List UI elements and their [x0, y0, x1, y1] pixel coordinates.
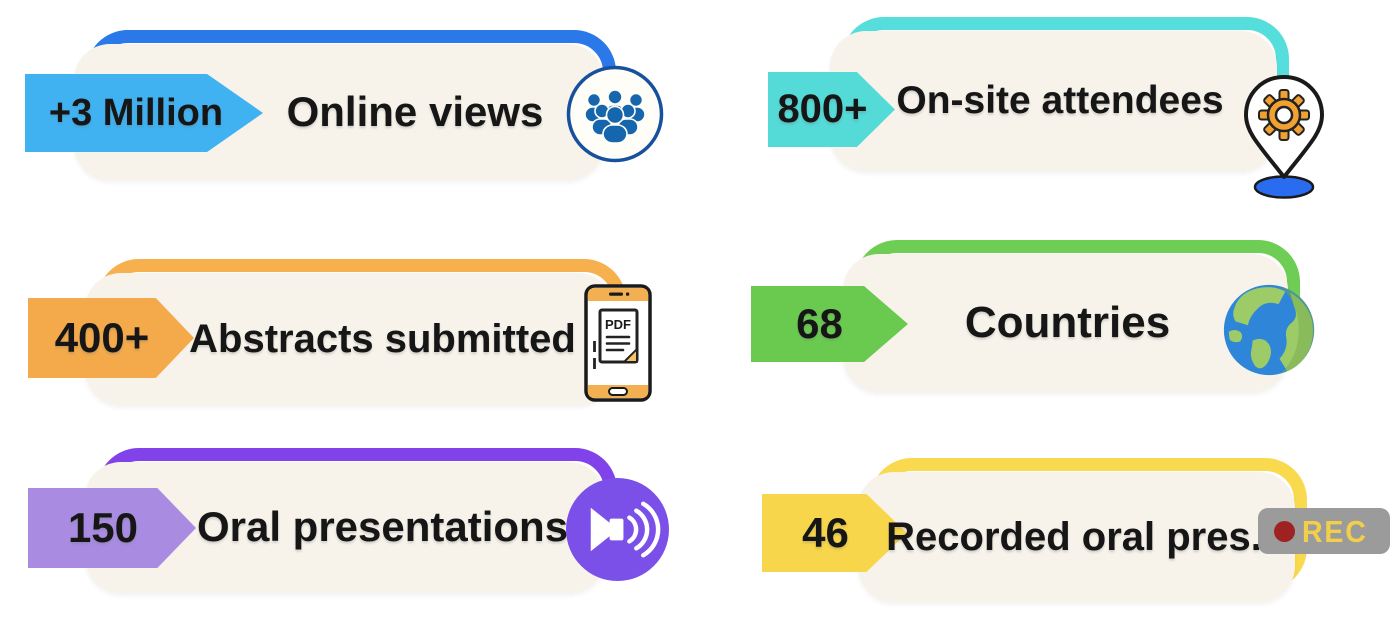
stat-value: 400+ — [54, 314, 150, 361]
card-background — [74, 44, 604, 180]
card-background — [843, 254, 1288, 392]
stat-value: 46 — [802, 509, 849, 556]
card-background — [858, 472, 1295, 602]
rec-icon: REC — [1258, 508, 1390, 554]
stat-value: 68 — [796, 300, 843, 347]
card-background — [830, 31, 1277, 171]
people-group-icon — [565, 64, 665, 164]
stat-value-arrow: 46 — [762, 494, 907, 572]
stat-label: Countries — [964, 298, 1171, 347]
globe-icon — [1221, 282, 1317, 378]
stat-value-arrow: 800+ — [768, 72, 895, 147]
card-accent-border — [97, 448, 617, 579]
stat-label: Oral presentations — [196, 503, 569, 550]
stat-label: Recorded oral pres. — [886, 514, 1262, 559]
stat-value: 150 — [67, 504, 139, 551]
pdf-label: PDF — [605, 317, 631, 332]
rec-dot-icon — [1274, 520, 1296, 542]
phone-pdf-icon: PDF — [583, 283, 653, 403]
card-accent-border — [855, 240, 1300, 378]
location-pin-gear-icon — [1233, 71, 1335, 201]
card-accent-border — [870, 458, 1307, 590]
stat-label: Online views — [286, 88, 544, 135]
card-accent-border — [842, 17, 1289, 157]
card-accent-border — [97, 259, 626, 391]
stat-label: On-site attendees — [896, 79, 1224, 122]
stat-value-arrow: 68 — [751, 286, 908, 362]
stat-value-arrow: +3 Million — [25, 74, 263, 152]
stat-label: Abstracts submitted — [189, 316, 576, 361]
card-background — [85, 462, 605, 593]
card-background — [85, 273, 614, 405]
card-accent-border — [86, 30, 616, 166]
stat-value-arrow: 400+ — [28, 298, 194, 378]
stat-value-arrow: 150 — [28, 488, 196, 568]
rec-badge: REC — [1258, 508, 1390, 554]
rec-label: REC — [1302, 513, 1369, 549]
speaker-icon — [566, 478, 669, 581]
stat-value: 800+ — [777, 87, 868, 131]
stat-value: +3 Million — [48, 91, 224, 134]
